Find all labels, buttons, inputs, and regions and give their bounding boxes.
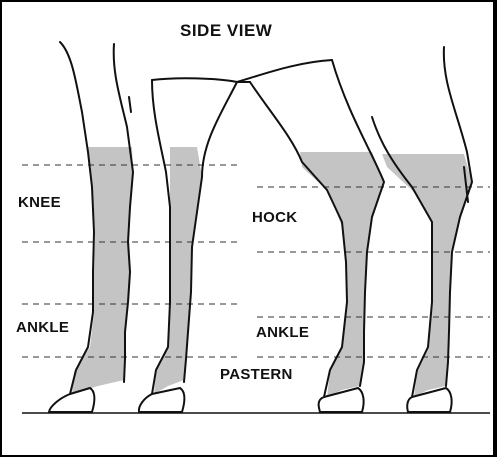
outline-front-leg-right (152, 80, 237, 394)
shade-rear-leg-left (300, 152, 384, 397)
label-hock: HOCK (252, 210, 297, 225)
hooves (49, 388, 452, 412)
hoof-front-left (49, 388, 94, 412)
hoof-front-right (139, 388, 184, 412)
diagram-title: SIDE VIEW (180, 22, 272, 39)
label-ankle-rear: ANKLE (256, 325, 309, 340)
label-ankle-front: ANKLE (16, 320, 69, 335)
outline-body (152, 60, 332, 82)
label-knee: KNEE (18, 195, 61, 210)
label-pastern: PASTERN (220, 367, 293, 382)
shade-rear-leg-right (382, 154, 472, 397)
